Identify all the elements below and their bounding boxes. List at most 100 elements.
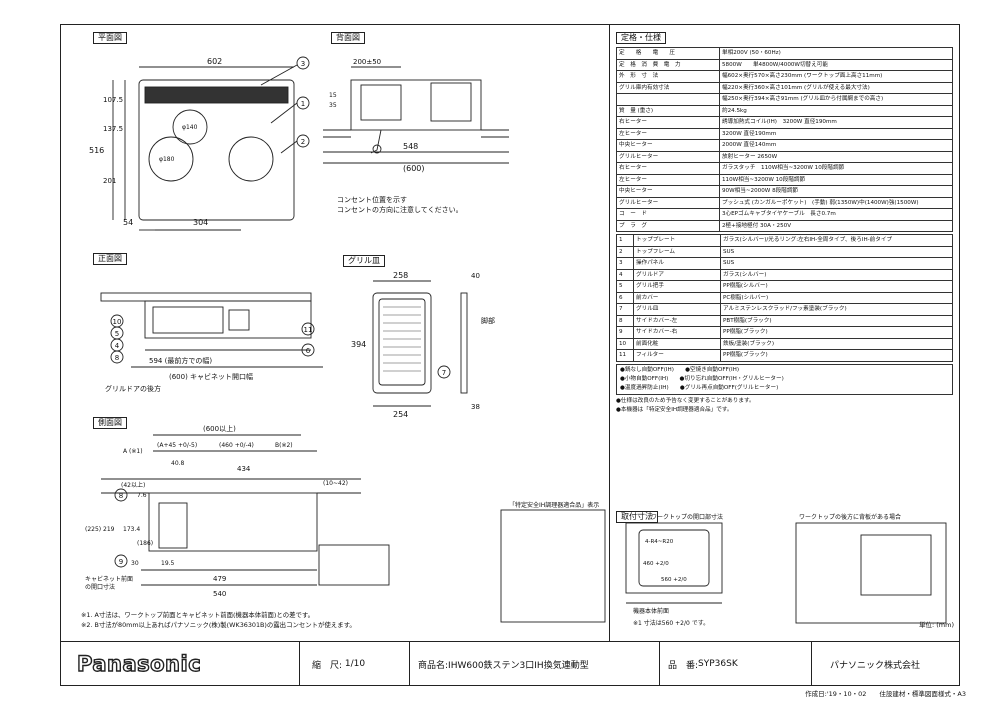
spec-row: 右ヒーターガラスタッチ 110W相当~3200W 10段階調節 — [616, 162, 953, 175]
material-part: グリルドア — [633, 268, 721, 281]
material-part: 前カバー — [633, 291, 721, 304]
spec-key: 中央ヒーター — [616, 139, 720, 152]
spec-key: 定 格 消 費 電 力 — [616, 58, 720, 71]
spec-value: 2極+接地極付 30A・250V — [719, 219, 953, 232]
spec-key: コ ー ド — [616, 208, 720, 221]
dim-434: 434 — [237, 465, 251, 473]
front-top — [100, 292, 312, 302]
spec-value: 単相200V (50・60Hz) — [719, 47, 953, 60]
dim-408: 40.8 — [171, 460, 185, 467]
dim-107: 107.5 — [103, 96, 123, 104]
back-body — [350, 79, 482, 131]
dim-phi180: φ180 — [159, 156, 175, 163]
material-no: 6 — [616, 291, 634, 304]
svg-text:11: 11 — [304, 326, 313, 334]
dim-76: 7.6 — [137, 492, 147, 499]
dim-594: 594 (最前方での幅) — [149, 356, 212, 365]
dim-186: (186) — [137, 540, 153, 547]
dim-15: 15 — [329, 92, 337, 99]
material-no: 9 — [616, 326, 634, 339]
spec-row: 右ヒーター誘導加熱式コイル(IH) 3200W 直径190mm — [616, 116, 953, 129]
svg-text:5: 5 — [115, 330, 119, 338]
tag-grill: グリル皿 — [343, 255, 385, 267]
material-spec: PBT樹脂(ブラック) — [720, 314, 953, 327]
worktop-label: ワークトップの開口部寸法 — [651, 513, 723, 521]
safety-line: ●小物自動OFF(IH) ●切り忘れ自動OFF(IH・グリルヒーター) — [620, 375, 784, 382]
product-name: IHW600鉄ステン3口IH換気連動型 — [448, 660, 589, 671]
spec-value: 放射ヒーター 2650W — [719, 150, 953, 163]
svg-text:4: 4 — [115, 342, 120, 350]
company-name: パナソニック株式会社 — [830, 660, 921, 671]
material-spec: 鉄板/塗装(ブラック) — [720, 337, 953, 350]
material-no: 4 — [616, 268, 634, 281]
spec-value: 幅602×奥行570×高さ230mm (ワークトップ面上高さ11mm) — [719, 70, 953, 83]
spec-key — [616, 93, 720, 106]
note-outlet-1: コンセント位置を示す — [337, 195, 407, 204]
material-no: 1 — [616, 234, 634, 247]
burner-left — [148, 136, 194, 182]
svg-text:8: 8 — [115, 354, 119, 362]
spec-key: 質 量 (重さ) — [616, 104, 720, 117]
dim-225: (225) — [85, 526, 101, 533]
spec-value: 5800W 単4800W/4000W切替え可能 — [719, 58, 953, 71]
material-part: トッププレート — [633, 234, 721, 247]
worktop-front-label: 機器本体前面 — [633, 607, 669, 615]
burner-right — [228, 136, 274, 182]
dim-540: 540 — [213, 590, 226, 598]
grill-plate — [372, 292, 432, 394]
tag-front: 正面図 — [93, 253, 127, 265]
tag-spec: 定格・仕様 — [616, 32, 666, 44]
dim-38: 38 — [471, 403, 480, 411]
spec-key: 定 格 電 圧 — [616, 47, 720, 60]
dim-195: 19.5 — [161, 560, 175, 567]
spec-key: グリル庫内有効寸法 — [616, 81, 720, 94]
dim-516: 516 — [89, 146, 104, 155]
svg-text:6: 6 — [306, 347, 311, 355]
dim-173: 173.4 — [123, 526, 140, 533]
dim-600-side: (600以上) — [203, 424, 236, 433]
svg-text:9: 9 — [119, 558, 123, 566]
tag-install: 取付寸法 — [616, 511, 658, 523]
dim-10-42: (10~42) — [323, 480, 348, 487]
dim-548: 548 — [403, 142, 418, 151]
material-part: トップフレーム — [633, 245, 721, 258]
safety-line: ●鍋なし自動OFF(IH) ●空焼き自動OFF(IH) — [620, 366, 740, 373]
dim-54: 54 — [123, 218, 133, 227]
dim-201: 201 — [103, 177, 116, 185]
svg-text:8: 8 — [119, 492, 123, 500]
material-part: サイドカバー-左 — [633, 314, 721, 327]
dim-460-install: 460 +2/0 — [643, 561, 669, 567]
svg-text:1: 1 — [301, 100, 305, 108]
material-spec: PP樹脂(シルバー) — [720, 280, 953, 293]
dim-137: 137.5 — [103, 125, 123, 133]
dim-602: 602 — [207, 57, 222, 66]
spec-row: グリルヒーター放射ヒーター 2650W — [616, 150, 953, 163]
spec-row: 質 量 (重さ)約24.5kg — [616, 104, 953, 117]
spec-row: 定 格 電 圧単相200V (50・60Hz) — [616, 47, 953, 60]
divider — [609, 25, 610, 641]
note-1: ※1. A寸法は、ワークトップ前面とキャビネット前面(機器本体前面)との差です。 — [81, 611, 315, 619]
spec-key: 右ヒーター — [616, 162, 720, 175]
dim-394: 394 — [351, 340, 366, 349]
spec-value: 幅220×奥行360×高さ101mm (グリルが使える最大寸法) — [719, 81, 953, 94]
material-part: グリル把手 — [633, 280, 721, 293]
material-spec: PP樹脂(ブラック) — [720, 349, 953, 362]
spec-value: ガラスタッチ 110W相当~3200W 10段階調節 — [719, 162, 953, 175]
material-no: 3 — [616, 257, 634, 270]
material-spec: アルミステンレスクラッド/フッ素塗装(ブラック) — [720, 303, 953, 316]
tag-back: 背面図 — [331, 32, 365, 44]
